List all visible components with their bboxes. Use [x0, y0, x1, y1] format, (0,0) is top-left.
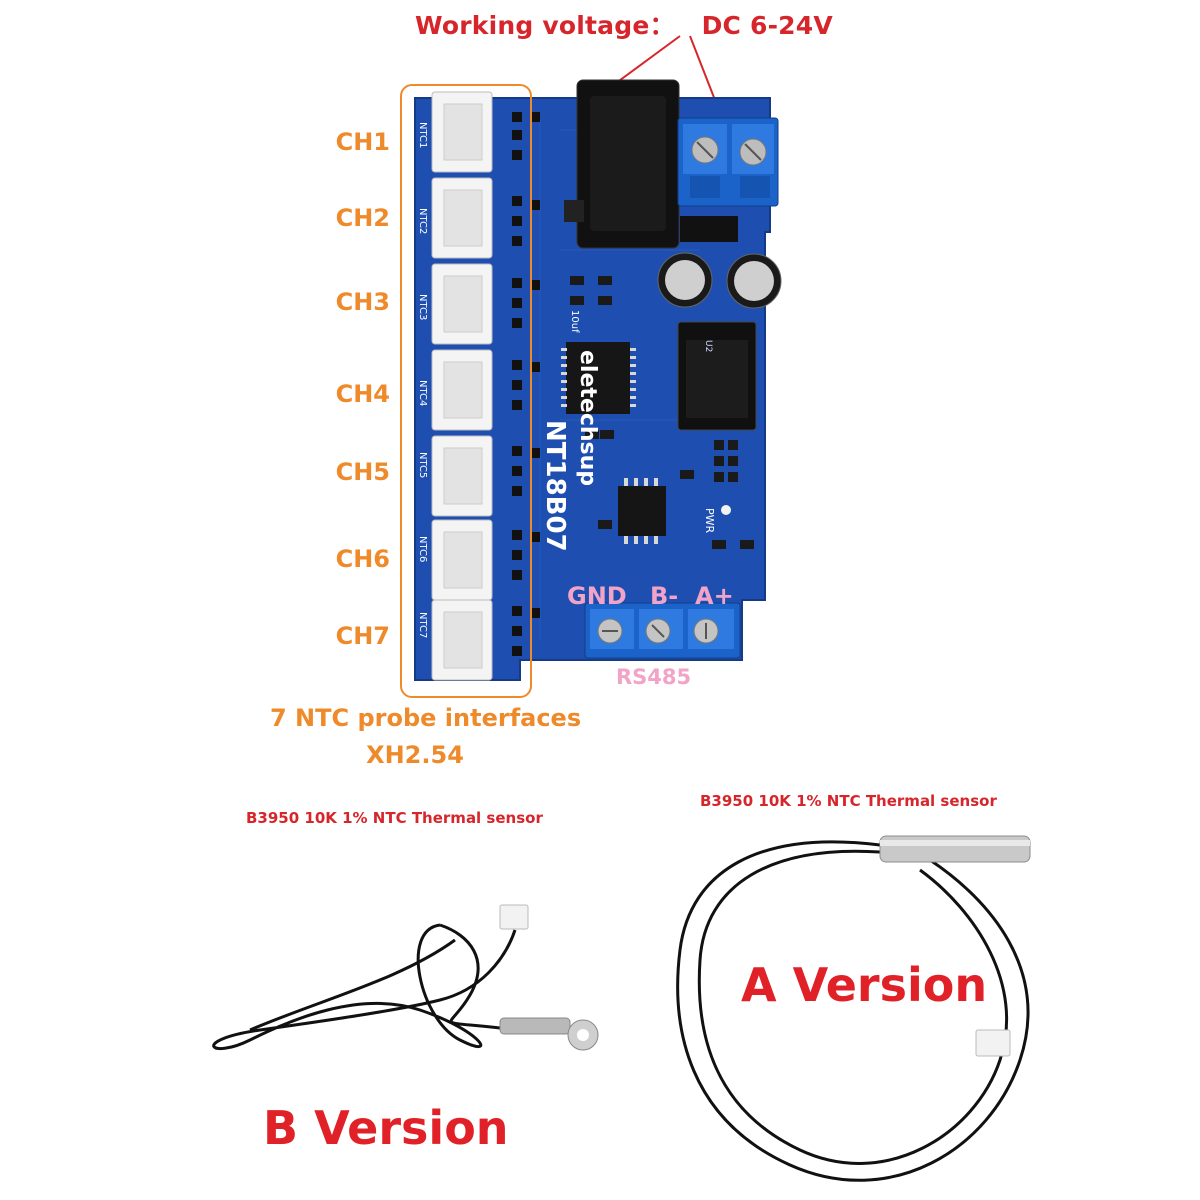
interfaces-connector: XH2.54	[366, 741, 464, 769]
channel-label-ch1: CH1	[335, 128, 390, 156]
b-version-label: B Version	[263, 1101, 509, 1155]
channel-label-ch2: CH2	[335, 204, 390, 232]
ntc-connector[interactable]	[431, 519, 493, 601]
b-sensor-caption: B3950 10K 1% NTC Thermal sensor	[246, 809, 543, 827]
ntc-connectors	[431, 91, 493, 681]
a-version-sensor	[676, 835, 1031, 1182]
voltage-caption: Working voltage：	[415, 11, 675, 40]
ntc-connector[interactable]	[431, 263, 493, 345]
ntc-connector[interactable]	[431, 91, 493, 173]
channel-label-ch3: CH3	[335, 288, 390, 316]
channel-label-ch4: CH4	[335, 380, 390, 408]
channel-label-ch5: CH5	[335, 458, 390, 486]
working-voltage-label: Working voltage： DC 6-24V	[415, 6, 833, 42]
ntc-connector[interactable]	[431, 349, 493, 431]
ntc-connector[interactable]	[431, 599, 493, 681]
ntc-connector[interactable]	[431, 177, 493, 259]
b-version-sensor	[212, 904, 599, 1051]
interfaces-title: 7 NTC probe interfaces	[270, 704, 582, 732]
ntc-connector[interactable]	[431, 435, 493, 517]
terminal-label-b-minus: B-	[650, 582, 679, 610]
ntc-interfaces-highlight	[400, 84, 532, 698]
rs485-label: RS485	[616, 665, 692, 689]
a-version-label: A Version	[741, 958, 988, 1012]
svg-text:U2: U2	[703, 340, 713, 352]
channel-label-ch6: CH6	[335, 545, 390, 573]
voltage-value: DC 6-24V	[701, 11, 833, 40]
channel-label-ch7: CH7	[335, 622, 390, 650]
terminal-label-gnd: GND	[567, 582, 627, 610]
terminal-label-a-plus: A+	[695, 582, 734, 610]
pcb-board-illustration: U2	[414, 79, 782, 681]
a-sensor-caption: B3950 10K 1% NTC Thermal sensor	[700, 792, 997, 810]
